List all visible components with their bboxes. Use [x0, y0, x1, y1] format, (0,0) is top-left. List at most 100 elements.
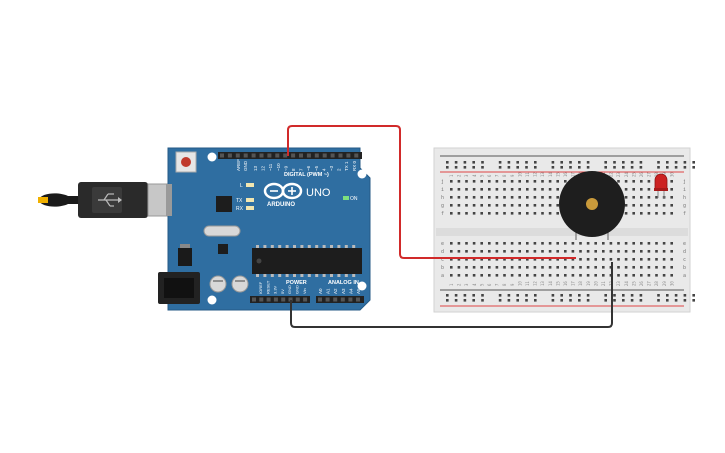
power-header[interactable] [250, 296, 310, 303]
signal-wire-red[interactable] [287, 125, 576, 259]
svg-text:g: g [683, 203, 686, 209]
svg-text:16: 16 [563, 172, 568, 177]
svg-text:13: 13 [540, 281, 545, 286]
svg-text:b: b [683, 265, 686, 271]
digital-pin-label: ~9 [283, 165, 288, 171]
red-led[interactable] [654, 173, 668, 198]
power-pin-hole[interactable] [259, 297, 264, 302]
l-led [246, 183, 254, 187]
svg-text:c: c [441, 257, 444, 263]
analog-pin-label: A0 [318, 288, 323, 294]
ground-wire-black[interactable] [290, 262, 613, 328]
piezo-buzzer[interactable] [559, 171, 625, 240]
digital-pin-hole[interactable] [346, 153, 351, 158]
analog-pin-label: A3 [341, 288, 346, 294]
power-pin-label: Vin [302, 288, 307, 294]
digital-pin-hole[interactable] [235, 153, 240, 158]
gnd-label: GND [243, 160, 248, 171]
svg-text:9: 9 [510, 283, 515, 286]
digital-pin-hole[interactable] [267, 153, 272, 158]
digital-pin-hole[interactable] [220, 153, 224, 158]
digital-header[interactable] [218, 152, 362, 159]
svg-text:18: 18 [578, 281, 583, 286]
svg-text:f: f [441, 211, 444, 217]
digital-pin-hole[interactable] [338, 153, 343, 158]
usb-cable[interactable] [38, 182, 173, 218]
svg-text:11: 11 [525, 172, 530, 177]
digital-pin-hole[interactable] [227, 153, 232, 158]
svg-text:8: 8 [502, 174, 507, 177]
power-pin-hole[interactable] [281, 297, 286, 302]
digital-pin-hole[interactable] [275, 153, 280, 158]
digital-pin-hole[interactable] [259, 153, 264, 158]
svg-text:c: c [683, 257, 686, 263]
rx-label: RX [236, 206, 244, 212]
analog-pin-hole[interactable] [325, 297, 330, 302]
digital-pin-label: ~10 [276, 163, 281, 171]
power-pin-hole[interactable] [303, 297, 308, 302]
svg-text:24: 24 [624, 172, 629, 177]
svg-text:3: 3 [464, 283, 469, 286]
analog-pin-hole[interactable] [348, 297, 353, 302]
svg-text:10: 10 [517, 172, 522, 177]
digital-pin-label: 13 [253, 165, 258, 171]
svg-text:h: h [441, 195, 444, 201]
capacitor [231, 275, 249, 293]
svg-text:9: 9 [510, 174, 515, 177]
svg-text:30: 30 [669, 172, 674, 177]
digital-pin-hole[interactable] [322, 153, 327, 158]
svg-text:27: 27 [647, 281, 652, 286]
svg-text:j: j [441, 179, 444, 185]
power-pin-hole[interactable] [288, 297, 293, 302]
digital-pin-hole[interactable] [306, 153, 311, 158]
digital-pin-label: TX 1 [344, 161, 349, 171]
svg-text:17: 17 [571, 172, 576, 177]
svg-text:d: d [683, 249, 686, 255]
digital-pin-label: ~11 [268, 163, 273, 171]
analog-pin-hole[interactable] [318, 297, 322, 302]
arduino-uno-board[interactable]: L TX RX ARDUINO UNO ON DIGITAL (PWM ~) 1… [158, 147, 371, 311]
digital-pin-hole[interactable] [243, 153, 248, 158]
power-on-led [343, 196, 349, 200]
power-pin-hole[interactable] [252, 297, 256, 302]
digital-pin-hole[interactable] [354, 153, 359, 158]
on-label: ON [350, 196, 358, 202]
analog-header[interactable] [316, 296, 364, 303]
svg-text:7: 7 [495, 174, 500, 177]
digital-pin-hole[interactable] [330, 153, 335, 158]
digital-pin-hole[interactable] [251, 153, 256, 158]
svg-text:d: d [441, 249, 444, 255]
svg-text:25: 25 [631, 281, 636, 286]
power-pin-hole[interactable] [273, 297, 278, 302]
svg-text:23: 23 [616, 172, 621, 177]
l-label: L [240, 183, 243, 189]
digital-pin-label: 8 [291, 168, 296, 171]
power-pin-label: RESET [265, 280, 270, 294]
digital-pin-hole[interactable] [299, 153, 303, 158]
svg-text:6: 6 [487, 283, 492, 286]
power-pin-hole[interactable] [266, 297, 271, 302]
svg-text:16: 16 [563, 281, 568, 286]
digital-pin-hole[interactable] [314, 153, 319, 158]
analog-pin-hole[interactable] [340, 297, 345, 302]
svg-text:a: a [441, 273, 444, 279]
svg-text:g: g [441, 203, 444, 209]
power-pin-label: 3.3V [273, 285, 278, 294]
svg-text:10: 10 [517, 281, 522, 286]
power-pin-label: GND [287, 285, 292, 294]
analog-pin-hole[interactable] [356, 297, 360, 302]
power-pin-hole[interactable] [295, 297, 300, 302]
center-channel [436, 228, 688, 236]
digital-pin-hole[interactable] [291, 153, 296, 158]
svg-text:j: j [683, 179, 686, 185]
digital-pin-label: RX 0 [352, 160, 357, 171]
svg-text:13: 13 [540, 172, 545, 177]
analog-pin-hole[interactable] [333, 297, 338, 302]
svg-text:12: 12 [533, 172, 538, 177]
crystal-oscillator [203, 225, 241, 237]
digital-pin-hole[interactable] [283, 153, 288, 158]
analog-pin-label: A5 [356, 288, 361, 294]
tx-label: TX [236, 198, 243, 204]
